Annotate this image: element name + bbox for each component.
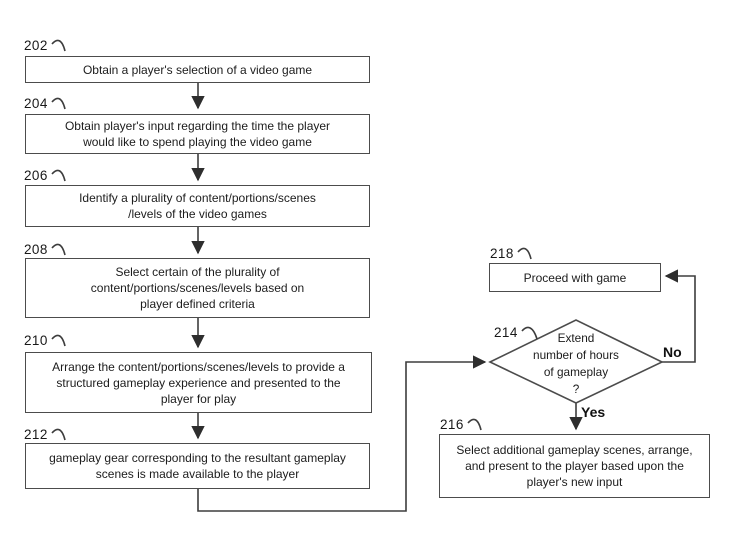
flow-box-216: Select additional gameplay scenes, arran… [439, 434, 710, 498]
ref-squiggle-202 [51, 39, 66, 52]
flow-box-204: Obtain player's input regarding the time… [25, 114, 370, 154]
connector-214-218-no [662, 269, 696, 363]
edge-label-no: No [663, 344, 682, 360]
ref-label-214: 214 [494, 325, 518, 340]
flow-box-208: Select certain of the plurality of conte… [25, 258, 370, 318]
flow-box-202: Obtain a player's selection of a video g… [25, 56, 370, 83]
ref-label-208: 208 [24, 242, 48, 257]
flow-box-212: gameplay gear corresponding to the resul… [25, 443, 370, 489]
ref-squiggle-212 [51, 428, 66, 441]
ref-squiggle-204 [51, 97, 66, 110]
connector-212-214 [197, 355, 487, 512]
ref-label-212: 212 [24, 427, 48, 442]
ref-squiggle-208 [51, 243, 66, 256]
ref-squiggle-216 [467, 418, 482, 431]
ref-label-216: 216 [440, 417, 464, 432]
ref-label-210: 210 [24, 333, 48, 348]
ref-squiggle-218 [517, 247, 532, 260]
flow-box-218: Proceed with game [489, 263, 661, 292]
flow-box-210: Arrange the content/portions/scenes/leve… [25, 352, 372, 413]
ref-label-202: 202 [24, 38, 48, 53]
decision-diamond-shape [488, 319, 664, 404]
decision-diamond-214-text: Extend number of hours of gameplay ? [533, 331, 619, 396]
ref-label-218: 218 [490, 246, 514, 261]
ref-squiggle-206 [51, 169, 66, 182]
flow-box-206: Identify a plurality of content/portions… [25, 185, 370, 227]
ref-label-206: 206 [24, 168, 48, 183]
ref-label-204: 204 [24, 96, 48, 111]
ref-squiggle-210 [51, 334, 66, 347]
edge-label-yes: Yes [581, 404, 606, 420]
ref-squiggle-214 [521, 326, 538, 340]
